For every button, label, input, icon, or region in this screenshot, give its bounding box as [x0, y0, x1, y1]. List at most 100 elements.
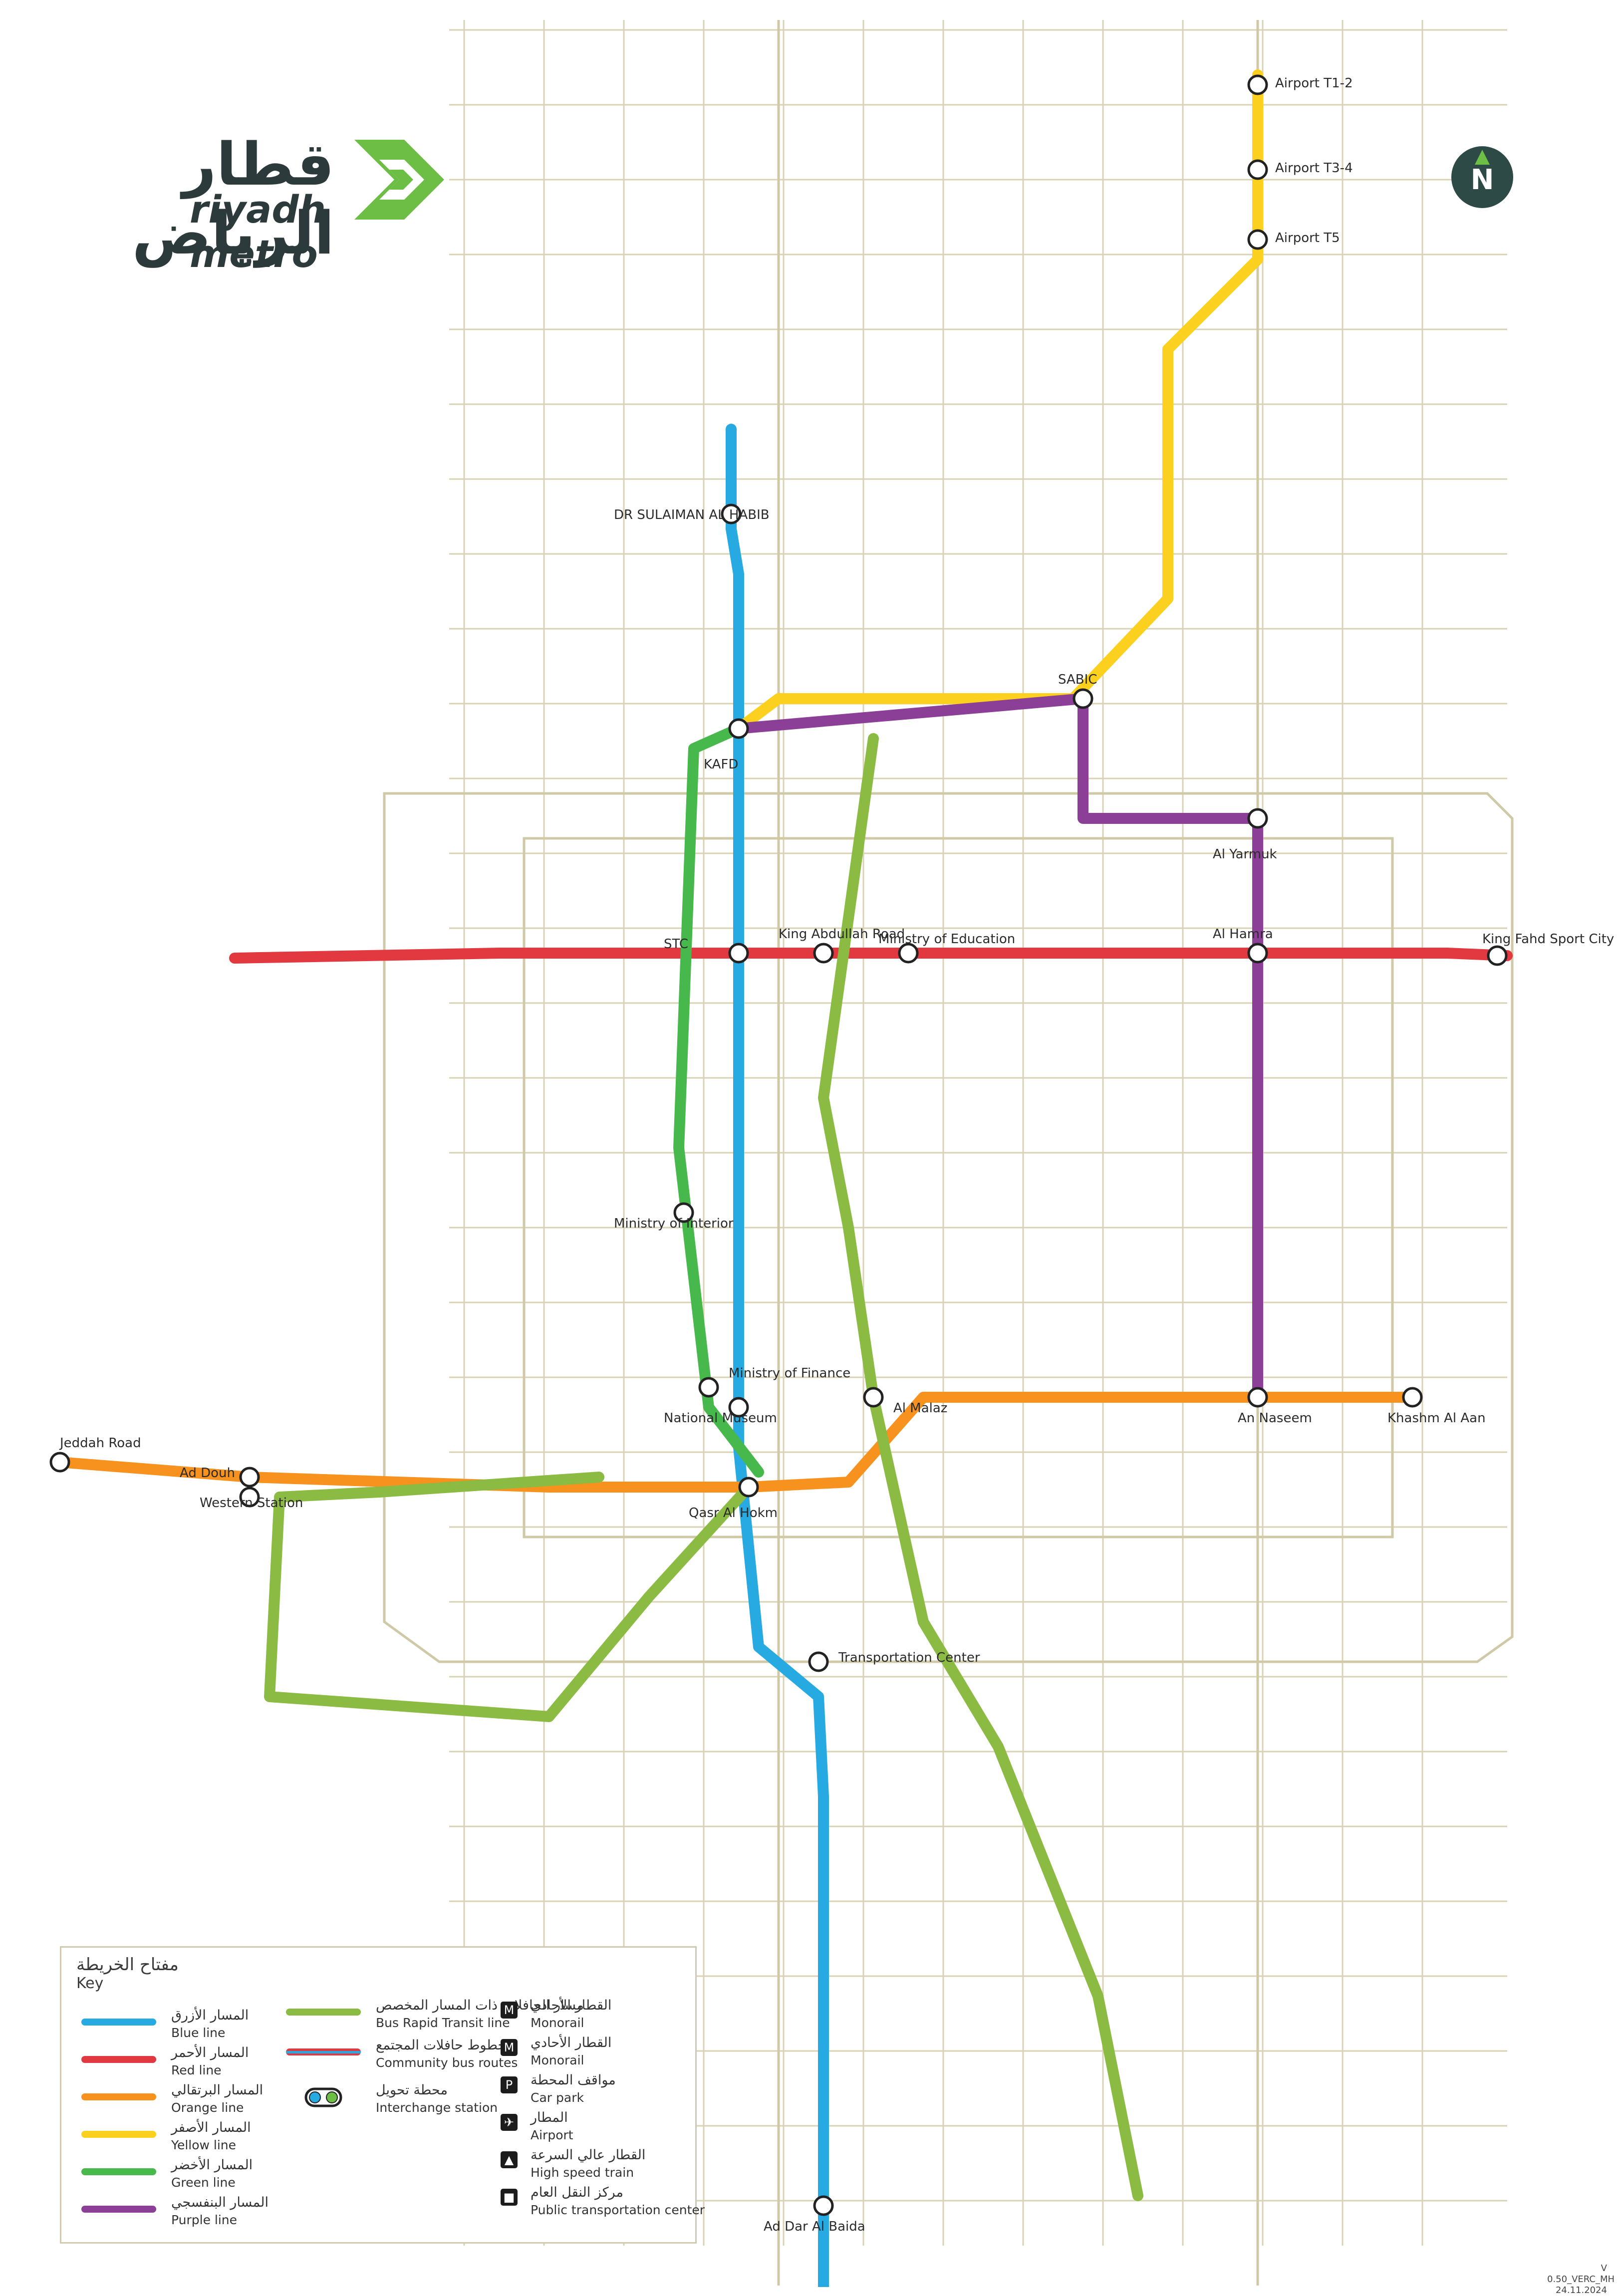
- station-national-museum[interactable]: [728, 1397, 749, 1418]
- station-transportation-center-label: Transportation Center: [838, 1650, 980, 1665]
- monorail-icon: M: [501, 2002, 518, 2019]
- station-national-museum-label: National Museum: [664, 1411, 777, 1426]
- legend-label-ar: القطار عالي السرعة: [531, 2147, 646, 2163]
- riyadh-metro-logo: قطار الرياض riyadh metro: [125, 120, 454, 276]
- legend-label-ar: مركز النقل العام: [531, 2185, 623, 2200]
- purple-line-swatch: [81, 2206, 156, 2213]
- station-airport-t5[interactable]: [1247, 229, 1268, 250]
- station-king-abdullah-road-label: King Abdullah Road: [779, 927, 905, 942]
- red-line-swatch: [81, 2056, 156, 2063]
- legend-label-ar: مسار الحافلات ذات المسار المخصص: [376, 1998, 584, 2013]
- station-kafd-label: KAFD: [704, 757, 738, 772]
- station-king-abdullah-road[interactable]: [813, 943, 834, 964]
- station-dr-sulaiman-al-habib[interactable]: [721, 504, 742, 524]
- legend-label-en: Community bus routes: [376, 2055, 518, 2070]
- legend-label-en: Public transportation center: [531, 2203, 705, 2217]
- station-sabic[interactable]: [1073, 688, 1093, 709]
- street-grid: [449, 20, 1507, 2246]
- station-khashm-al-aan[interactable]: [1402, 1387, 1423, 1408]
- purple-line: [733, 693, 1263, 1403]
- legend-label-en: Yellow line: [171, 2138, 237, 2152]
- high-speed-train-icon: ▲: [501, 2151, 518, 2168]
- station-al-hamra[interactable]: [1247, 943, 1268, 964]
- station-airport-t3-4-label: Airport T3-4: [1275, 161, 1353, 176]
- legend-label-ar: القطار الأحادي: [531, 2035, 612, 2050]
- interchange-station-icon: [304, 2087, 342, 2107]
- station-ministry-of-interior[interactable]: [673, 1202, 694, 1223]
- yellow-line: [733, 69, 1263, 734]
- station-al-malaz[interactable]: [863, 1387, 884, 1408]
- station-king-fahd-sport-city[interactable]: [1487, 945, 1508, 966]
- orange-line-swatch: [81, 2093, 156, 2100]
- station-kafd[interactable]: [728, 718, 749, 739]
- station-al-yarmuk-label: Al Yarmuk: [1213, 847, 1277, 862]
- station-western-station-label: Western Station: [200, 1496, 303, 1511]
- station-ad-douh[interactable]: [239, 1487, 260, 1508]
- legend-label-en: Purple line: [171, 2213, 238, 2227]
- legend-label-en: Interchange station: [376, 2100, 498, 2115]
- station-ad-dar-al-baida[interactable]: [813, 2195, 834, 2216]
- station-ministry-of-finance[interactable]: [698, 1377, 719, 1398]
- station-an-naseem[interactable]: [1247, 1387, 1268, 1408]
- station-airport-t1-2-label: Airport T1-2: [1275, 76, 1353, 91]
- logo-english-name: riyadh metro: [190, 187, 326, 276]
- brt-line: [818, 733, 1143, 2201]
- green-line-swatch: [81, 2168, 156, 2175]
- station-qasr-al-hokm[interactable]: [738, 1477, 759, 1498]
- logo-arabic-name: قطار الرياض: [132, 130, 334, 267]
- legend-label-en: Car park: [531, 2090, 584, 2105]
- community-bus-swatch: [286, 2048, 361, 2055]
- legend-label-en: Airport: [531, 2128, 573, 2142]
- station-dr-sulaiman-al-habib-label: DR SULAIMAN AL HABIB: [614, 508, 770, 522]
- legend-label-en: Monorail: [531, 2016, 584, 2030]
- legend-label-ar: المطار: [531, 2110, 568, 2125]
- station-ministry-of-interior-label: Ministry of Interior: [614, 1216, 734, 1231]
- station-airport-t3-4[interactable]: [1247, 159, 1268, 180]
- map-version: V 0.50_VERC_MH 24.11.2024: [1547, 2263, 1615, 2296]
- legend-label-ar: محطة تحويل: [376, 2082, 448, 2098]
- station-king-fahd-sport-city-label: King Fahd Sport City: [1482, 932, 1614, 947]
- car-park-icon: P: [501, 2076, 518, 2093]
- version-code: V 0.50_VERC_MH: [1547, 2263, 1615, 2285]
- north-label: N: [1470, 164, 1494, 196]
- station-stc[interactable]: [728, 943, 749, 964]
- station-transportation-center[interactable]: [808, 1651, 829, 1672]
- airport-icon: ✈: [501, 2114, 518, 2131]
- monorail-icon: M: [501, 2039, 518, 2056]
- station-jeddah-road[interactable]: [49, 1452, 70, 1473]
- legend-label-en: Bus Rapid Transit line: [376, 2016, 510, 2030]
- brt-line-west: [264, 1472, 754, 1722]
- legend-title-english: Key: [76, 1975, 104, 1992]
- legend-label-ar: المسار الأخضر: [171, 2157, 253, 2173]
- station-airport-t5-label: Airport T5: [1275, 231, 1340, 246]
- station-ministry-of-education[interactable]: [898, 943, 919, 964]
- legend-label-en: Green line: [171, 2175, 236, 2190]
- legend-label-ar: المسار الأحمر: [171, 2045, 249, 2060]
- legend-label-en: High speed train: [531, 2165, 634, 2180]
- blue-line: [726, 424, 829, 2287]
- legend-label-en: Orange line: [171, 2100, 244, 2115]
- legend-label-en: Monorail: [531, 2053, 584, 2067]
- station-jeddah-road-label: Jeddah Road: [59, 1436, 141, 1451]
- station-airport-t1-2[interactable]: [1247, 74, 1268, 95]
- station-an-naseem-label: An Naseem: [1238, 1411, 1312, 1426]
- legend-label-ar: المسار الأزرق: [171, 2008, 249, 2023]
- station-western-station[interactable]: [239, 1467, 260, 1488]
- yellow-line-swatch: [81, 2131, 156, 2138]
- legend-label-ar: المسار البرتقالي: [171, 2082, 264, 2098]
- legend-label-ar: المسار البنفسجي: [171, 2195, 269, 2210]
- station-qasr-al-hokm-label: Qasr Al Hokm: [689, 1506, 778, 1521]
- legend-label-ar: المسار الأصفر: [171, 2120, 251, 2135]
- station-sabic-label: SABIC: [1058, 672, 1097, 687]
- station-al-yarmuk[interactable]: [1247, 808, 1268, 829]
- legend-label-en: Red line: [171, 2063, 222, 2077]
- station-ministry-of-education-label: Ministry of Education: [878, 932, 1015, 947]
- logo-mark-icon: [354, 140, 444, 220]
- station-al-hamra-label: Al Hamra: [1213, 927, 1273, 942]
- station-ad-dar-al-baida-label: Ad Dar Al Baida: [764, 2219, 865, 2234]
- transport-center-icon: ■: [501, 2189, 518, 2206]
- legend-label-ar: خطوط حافلات المجتمع: [376, 2038, 507, 2053]
- red-line: [229, 948, 1513, 964]
- brt-line-swatch: [286, 2009, 361, 2016]
